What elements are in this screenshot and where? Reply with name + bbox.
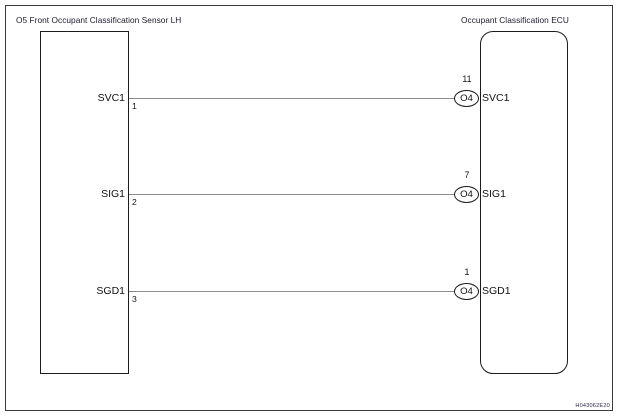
ecu-pin-name-2: SGD1	[482, 285, 511, 297]
ecu-pin-name-1: SIG1	[482, 188, 506, 200]
ecu-pin-number-0: 11	[462, 74, 472, 84]
wire-svc1	[129, 98, 455, 100]
wire-sig1	[129, 194, 455, 196]
ecu-connector-1: O4	[454, 186, 479, 203]
sensor-pin-number-2: 3	[132, 294, 137, 304]
ecu-box	[480, 31, 568, 374]
reference-code: H043062E20	[575, 403, 610, 409]
ecu-connector-2: O4	[454, 283, 479, 300]
sensor-pin-number-0: 1	[132, 101, 137, 111]
ecu-title: Occupant Classification ECU	[461, 15, 569, 25]
ecu-connector-0: O4	[454, 90, 479, 107]
ecu-pin-number-2: 1	[464, 267, 470, 277]
sensor-pin-number-1: 2	[132, 197, 137, 207]
sensor-pin-name-1: SIG1	[101, 188, 125, 200]
ecu-pin-name-0: SVC1	[482, 92, 510, 104]
sensor-box	[40, 31, 129, 374]
sensor-title: O5 Front Occupant Classification Sensor …	[16, 15, 182, 25]
wire-sgd1	[129, 291, 455, 293]
sensor-pin-name-0: SVC1	[97, 92, 125, 104]
sensor-pin-name-2: SGD1	[96, 285, 125, 297]
ecu-pin-number-1: 7	[464, 170, 470, 180]
